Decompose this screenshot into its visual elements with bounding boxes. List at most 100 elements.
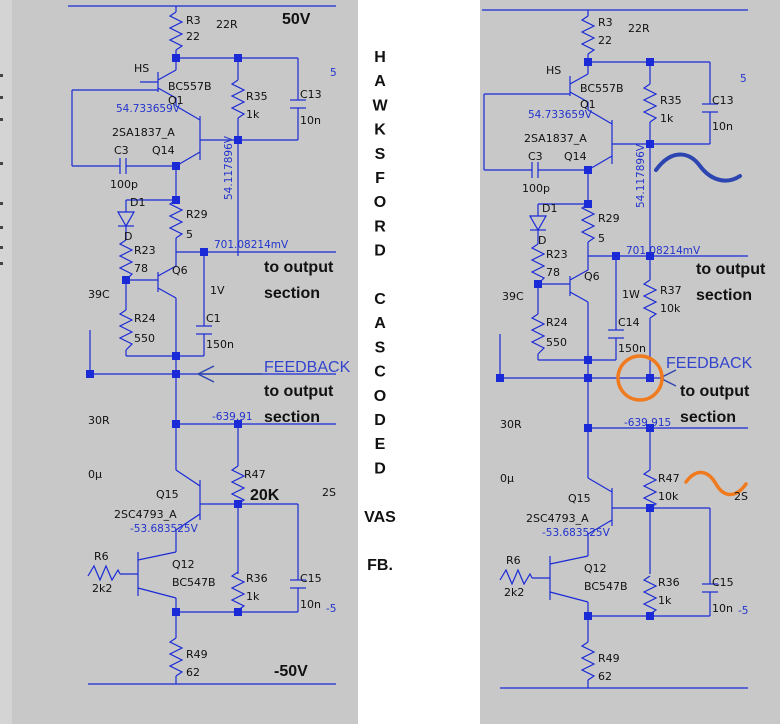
r47-label: R47 xyxy=(244,468,266,481)
part30-label-right: 30R xyxy=(500,418,522,431)
vertical-title-letter: S xyxy=(375,146,386,163)
edge-2s-right: 2S xyxy=(734,490,748,503)
part39-label-right: 39C xyxy=(502,290,524,303)
to-output-1b-right: section xyxy=(696,287,752,304)
r29-label-right: R29 xyxy=(598,212,620,225)
right-labels: R3 22 22R HS BC557B Q1 54.733659V R35 1k… xyxy=(500,16,766,683)
blue-sine-annotation xyxy=(654,152,742,183)
q12-part-right: BC547B xyxy=(584,580,628,593)
part39-label: 39C xyxy=(88,288,110,301)
r6-label-right: R6 xyxy=(506,554,521,567)
r35-label-right: R35 xyxy=(660,94,682,107)
q14-part-label: 2SA1837_A xyxy=(112,126,175,139)
node-vertical-voltage: 54.117896V xyxy=(223,135,235,200)
r49-value: 62 xyxy=(186,666,200,679)
c13-label-right: C13 xyxy=(712,94,734,107)
q1-part-right: BC557B xyxy=(580,82,624,95)
r6-value-right: 2k2 xyxy=(504,586,524,599)
rail-top-label: 50V xyxy=(282,11,311,28)
r3-value: 22 xyxy=(186,30,200,43)
c13-label: C13 xyxy=(300,88,322,101)
vertical-title-letter: VAS xyxy=(364,509,396,526)
r23-label-right: R23 xyxy=(546,248,568,261)
r6-value: 2k2 xyxy=(92,582,112,595)
r23-value-right: 78 xyxy=(546,266,560,279)
r23-value: 78 xyxy=(134,262,148,275)
q1-label-right: Q1 xyxy=(580,98,596,111)
left-edge-fragments xyxy=(0,74,3,265)
vertical-title-letter: A xyxy=(374,315,386,332)
q6-label-right: Q6 xyxy=(584,270,600,283)
r29-value-right: 5 xyxy=(598,232,605,245)
c3-value: 100p xyxy=(110,178,138,191)
node4-voltage: -53.683525V xyxy=(130,523,199,535)
r36-label: R36 xyxy=(246,572,268,585)
node-vertical-voltage-right: 54.117896V xyxy=(635,143,647,208)
r36-value-right: 1k xyxy=(658,594,672,607)
c15-label: C15 xyxy=(300,572,322,585)
node2-voltage: 701.08214mV xyxy=(214,239,289,251)
q12-label-right: Q12 xyxy=(584,562,607,575)
vertical-title-letter: C xyxy=(374,364,386,381)
feedback-highlight-circle xyxy=(616,354,664,402)
to-output-1b: section xyxy=(264,285,320,302)
rail-bottom-label: -50V xyxy=(274,663,308,680)
c1-label: C1 xyxy=(206,312,221,325)
r29-value: 5 xyxy=(186,228,193,241)
vertical-title-letter: C xyxy=(374,291,386,308)
r35-value: 1k xyxy=(246,108,260,121)
q15-part-right: 2SC4793_A xyxy=(526,512,589,525)
r24-label: R24 xyxy=(134,312,156,325)
q1-part-label: BC557B xyxy=(168,80,212,93)
d-label: D xyxy=(124,230,132,243)
d-label-right: D xyxy=(538,234,546,247)
hs-label: HS xyxy=(134,62,149,75)
vertical-title-letter: W xyxy=(372,97,388,114)
c15-value-right: 10n xyxy=(712,602,733,615)
q12-label: Q12 xyxy=(172,558,195,571)
r35-value-right: 1k xyxy=(660,112,674,125)
c3-label-right: C3 xyxy=(528,150,543,163)
q15-label: Q15 xyxy=(156,488,179,501)
node2-voltage-right: 701.08214mV xyxy=(626,245,701,257)
c3-label: C3 xyxy=(114,144,129,157)
q14-label: Q14 xyxy=(152,144,175,157)
r49-value-right: 62 xyxy=(598,670,612,683)
left-schematic xyxy=(68,5,336,685)
r24-value: 550 xyxy=(134,332,155,345)
edge-5-right: 5 xyxy=(740,73,747,85)
onev-label: 1V xyxy=(210,284,225,297)
vertical-title-letter: O xyxy=(374,388,386,405)
feedback-label: FEEDBACK xyxy=(264,359,351,376)
vertical-title-letter: H xyxy=(374,49,386,66)
c15-label-right: C15 xyxy=(712,576,734,589)
vertical-title-letter: D xyxy=(374,460,386,477)
r24-value-right: 550 xyxy=(546,336,567,349)
onew-label-right: 1W xyxy=(622,288,640,301)
q15-part-label: 2SC4793_A xyxy=(114,508,177,521)
vertical-title-letter: D xyxy=(374,243,386,260)
r3-label: R3 xyxy=(186,14,201,27)
r49-label-right: R49 xyxy=(598,652,620,665)
r47-value-right: 10k xyxy=(658,490,679,503)
vertical-title-letter: R xyxy=(374,218,386,235)
c14-label-right: C14 xyxy=(618,316,640,329)
edge-2s-label: 2S xyxy=(322,486,336,499)
right-schematic-panel xyxy=(480,0,780,724)
r36-label-right: R36 xyxy=(658,576,680,589)
vertical-title-letter: K xyxy=(374,122,386,139)
q15-label-right: Q15 xyxy=(568,492,591,505)
r35-label: R35 xyxy=(246,90,268,103)
d1-label: D1 xyxy=(130,196,145,209)
mu-label-right: 0μ xyxy=(500,472,514,485)
to-output-2b-right: section xyxy=(680,409,736,426)
feedback-label-right: FEEDBACK xyxy=(666,355,753,372)
right-schematic xyxy=(482,9,748,689)
to-output-2b: section xyxy=(264,409,320,426)
q6-label: Q6 xyxy=(172,264,188,277)
d1-label-right: D1 xyxy=(542,202,557,215)
r22-label-right: 22R xyxy=(628,22,650,35)
hs-label-right: HS xyxy=(546,64,561,77)
c14-value-right: 150n xyxy=(618,342,646,355)
